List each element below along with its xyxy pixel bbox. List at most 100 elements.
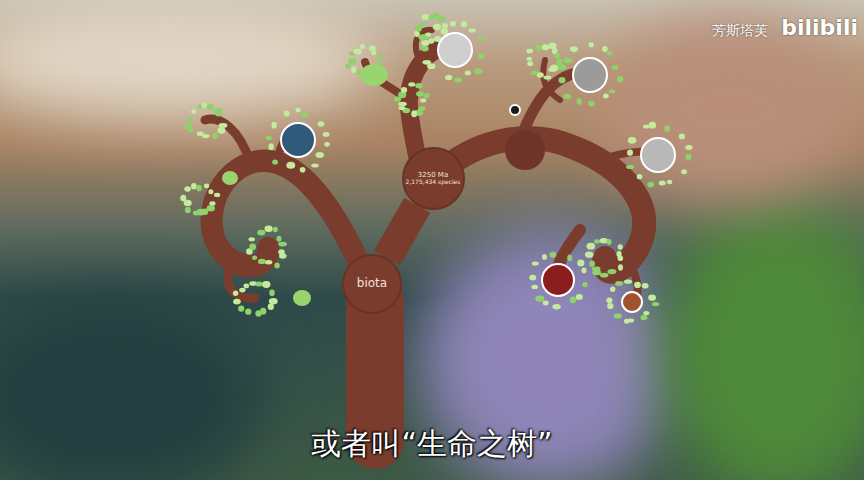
leaf [617,76,623,83]
leaf [421,40,429,46]
leaf [279,253,287,259]
leaf [594,239,600,243]
leaf [624,280,632,284]
leaf [316,152,325,158]
trunk [346,300,404,440]
leaf [318,121,325,126]
leaf [627,150,633,156]
leaf [257,230,265,236]
leaf [607,239,612,245]
leaf [542,44,550,50]
leaf [607,269,616,274]
leaf [278,242,287,247]
leaf [262,281,270,288]
blurred-background [660,200,864,480]
leaf [180,195,186,202]
leaf [450,21,456,26]
leaf [353,49,361,55]
leaf [244,284,250,289]
node-label: biota [357,277,387,291]
leaf [249,237,255,241]
leaf [548,68,556,72]
leaf [348,58,356,64]
leaf [351,67,356,73]
leaf [401,87,407,93]
watermark: bilibili [781,15,858,40]
photo-thumbnail [622,292,642,312]
leaf [685,154,691,161]
subtitle: 或者叫“生命之树” [0,424,864,465]
leaf [185,207,191,213]
leaf [550,252,557,258]
leaf [271,122,276,129]
photo-thumbnail [510,105,520,115]
leaf [679,134,685,140]
leaf [570,296,577,303]
leaf [286,162,295,169]
leaf [600,273,608,278]
leaf [652,302,659,306]
leaf [478,53,484,59]
leaf [184,186,191,192]
leaf [398,106,405,110]
leaf [602,46,608,52]
leaf [345,64,350,69]
watermark: 芳斯塔芙 [712,22,768,40]
leaf [606,51,612,55]
leaf [664,125,670,132]
leaf [255,310,261,316]
leaf [245,309,251,315]
leaf [607,303,613,309]
leaf [421,46,429,52]
leaf [543,75,551,79]
branch [212,161,360,266]
leaf [204,184,209,189]
leaf [474,68,482,74]
leaf [272,159,278,164]
leaf [685,145,692,150]
leaf [422,14,430,20]
leaf [554,53,560,59]
leaf [191,109,196,114]
leaf [618,244,623,249]
branch [228,262,255,298]
leaf [585,252,594,258]
leaf [588,101,595,107]
leaf [214,193,220,197]
leaf [238,305,244,311]
leaf [215,111,221,117]
leaf [667,180,672,184]
leaf [527,57,533,61]
leaf [201,103,207,108]
leaf [589,42,594,47]
leaf [420,98,426,102]
leaf [587,243,596,250]
leaf [258,259,266,264]
leaf [324,142,329,147]
leaf [577,98,582,105]
leaf [624,319,629,324]
photo-thumbnail [573,58,607,92]
leaf [576,294,583,300]
leaf [637,174,643,179]
leaf [265,226,273,232]
leaf [609,89,615,93]
leaf [526,49,533,54]
leaf [478,36,485,40]
leaf [577,260,584,267]
leaf [582,282,587,287]
leaf [617,251,622,257]
leaf [419,34,428,40]
leaf [589,261,595,267]
leaf [249,244,256,251]
leaf [610,287,615,292]
leaf [207,104,214,110]
leaf [531,70,538,75]
leaf [445,75,452,80]
blurred-background [600,20,860,200]
leaf [606,297,612,303]
leaf [564,58,573,64]
large-leaf [360,64,388,86]
leaf [442,23,448,28]
leaf [437,16,446,21]
